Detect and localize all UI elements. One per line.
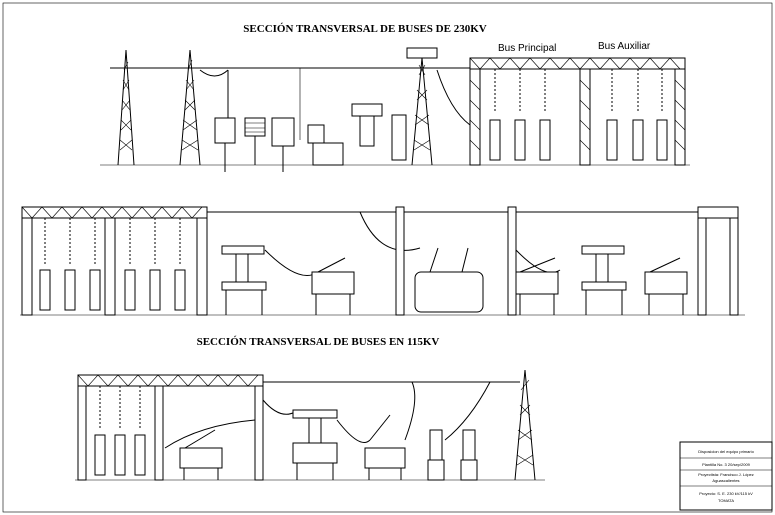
lattice-tower-crossarm	[406, 47, 438, 166]
bus-principal-label: Bus Principal	[498, 43, 556, 54]
title-block-sheet: Plantilla No. 3 20/sep/2009	[702, 462, 751, 467]
lattice-tower	[117, 49, 135, 166]
title-block-designer: Proyectista: Francisco J. López	[698, 472, 754, 477]
section-230kv-bays-middle	[20, 206, 745, 316]
section-115kv-bays	[75, 369, 545, 481]
bus-truss-230kv	[469, 57, 686, 166]
lattice-tower	[514, 369, 536, 481]
lattice-tower	[179, 49, 201, 166]
equipment-row-230kv	[214, 68, 407, 172]
title-115kv: SECCIÓN TRANSVERSAL DE BUSES EN 115KV	[197, 336, 440, 348]
title-block-location: Aguascalientes	[712, 478, 739, 483]
bus-truss-left	[21, 206, 208, 316]
title-block-project: Proyecto: S. E. 230 kV/115 kV	[699, 491, 753, 496]
title-block-description: Disposicion del equipo primario	[698, 449, 754, 454]
equipment-row-115kv	[164, 381, 491, 481]
equipment-row-middle	[221, 206, 688, 316]
title-230kv: SECCIÓN TRANSVERSAL DE BUSES DE 230KV	[243, 23, 486, 35]
title-block: Disposicion del equipo primario Plantill…	[679, 441, 773, 511]
title-block-site: TOMATA	[718, 498, 734, 503]
insulator-strings-230kv	[489, 69, 668, 161]
section-230kv-bays	[100, 47, 690, 172]
bus-truss-115kv	[77, 374, 264, 481]
end-structure-right	[697, 206, 739, 316]
bus-auxiliar-label: Bus Auxiliar	[598, 41, 651, 52]
